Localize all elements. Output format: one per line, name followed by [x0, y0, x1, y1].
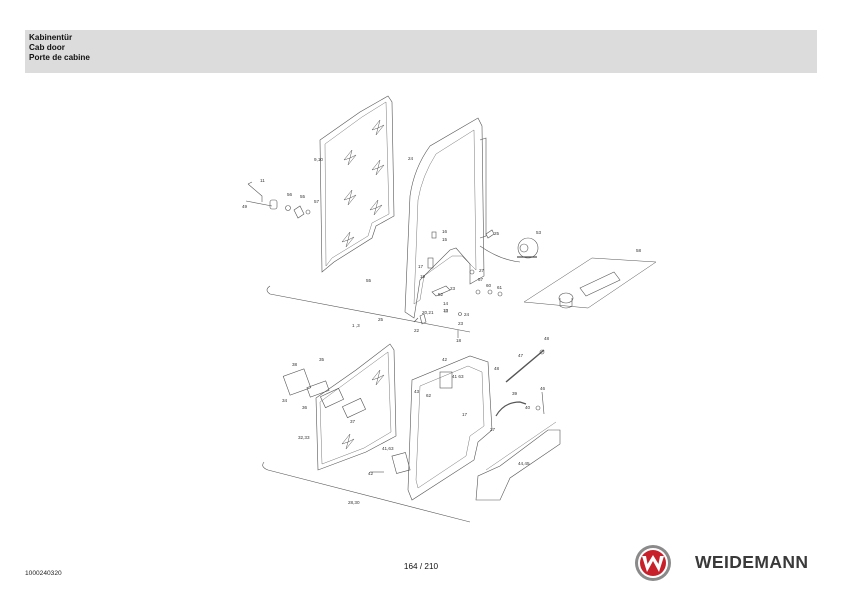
callout-label: 53 — [536, 230, 542, 235]
callout-label: 58 — [636, 248, 642, 253]
callout-label: 48 — [494, 366, 500, 371]
callout-label: 42 — [442, 357, 448, 362]
callout-label: 48 — [544, 336, 550, 341]
callout-label: 19 — [420, 274, 426, 279]
callout-label: 39 — [512, 391, 518, 396]
callout-label: 60 — [486, 283, 492, 288]
door-frame-lower — [407, 355, 493, 501]
callout-label: 28,30 — [348, 500, 360, 505]
callout-label: 13 — [443, 308, 449, 313]
callout-label: 57 — [314, 199, 320, 204]
callout-label: 41,63 — [382, 446, 394, 451]
callout-label: 36 — [302, 405, 308, 410]
callout-label: 15 — [442, 237, 448, 242]
callout-label: 24 — [464, 312, 470, 317]
callout-label: 17 — [462, 412, 468, 417]
callout-label: 55 — [300, 194, 306, 199]
callout-label: 32,33 — [298, 435, 310, 440]
callout-label: 61 — [497, 285, 503, 290]
lower-group-bracket — [262, 461, 471, 523]
callout-label: 52 — [438, 292, 444, 297]
title-band: Kabinentür Cab door Porte de cabine — [25, 30, 817, 73]
callout-label: 25 — [378, 317, 384, 322]
callout-label: 44,45 — [518, 461, 530, 466]
callout-label: 17 — [418, 264, 424, 269]
callout-label: 35 — [319, 357, 325, 362]
page-indicator: 164 / 210 — [403, 562, 439, 571]
callout-label: 9,10 — [314, 157, 323, 162]
callout-label: 47 — [518, 353, 524, 358]
exploded-parts-drawing: 9,10 24 11 56 55 57 49 16 15 25 53 58 17… — [242, 95, 657, 523]
callout-label: 37 — [350, 419, 356, 424]
document-number: 1000240320 — [25, 570, 62, 577]
callout-label: 1 ,3 — [352, 323, 360, 328]
title-english: Cab door — [29, 43, 65, 52]
callout-label: 56 — [287, 192, 293, 197]
callout-label: 24 — [408, 156, 414, 161]
weidemann-w-logo-icon — [635, 545, 671, 581]
detail-58-panel — [523, 257, 657, 309]
brand-name: WEIDEMANN — [695, 552, 809, 572]
upper-group-bracket — [266, 285, 471, 333]
callout-label: 18 — [456, 338, 462, 343]
callout-label: 62 — [426, 393, 432, 398]
callout-label: 55 — [366, 278, 372, 283]
brand-block: WEIDEMANN — [633, 543, 823, 583]
callout-label: 40 — [525, 405, 531, 410]
callout-label: 14 — [443, 301, 449, 306]
callout-label: 34 — [282, 398, 288, 403]
callout-label: 20,21 — [422, 310, 434, 315]
callout-label: 46 — [540, 386, 546, 391]
callout-label: 57 — [478, 277, 484, 282]
door-latch-part — [282, 368, 312, 396]
callout-label: 49 — [242, 204, 248, 209]
callout-label: 16 — [442, 229, 448, 234]
detail-53-circle — [517, 237, 539, 259]
callout-label: 42 — [368, 471, 374, 476]
title-german: Kabinentür — [29, 33, 73, 42]
lower-glass-panel — [315, 343, 397, 471]
callout-label: 25 — [494, 231, 500, 236]
callout-label: 22 — [414, 328, 420, 333]
callout-label: 38 — [292, 362, 298, 367]
support-beam-part — [475, 429, 561, 501]
callout-label: 23 — [450, 286, 456, 291]
callout-label: 27 — [479, 268, 485, 273]
callout-label: 23 — [458, 321, 464, 326]
callout-label: 27 — [490, 427, 496, 432]
title-french: Porte de cabine — [29, 53, 90, 62]
callout-label: 11 — [260, 178, 265, 183]
callout-label: 41 63 — [452, 374, 464, 379]
callout-label: 43 — [414, 389, 420, 394]
door-glass-panel — [319, 95, 395, 273]
door-frame-upper — [404, 117, 485, 319]
